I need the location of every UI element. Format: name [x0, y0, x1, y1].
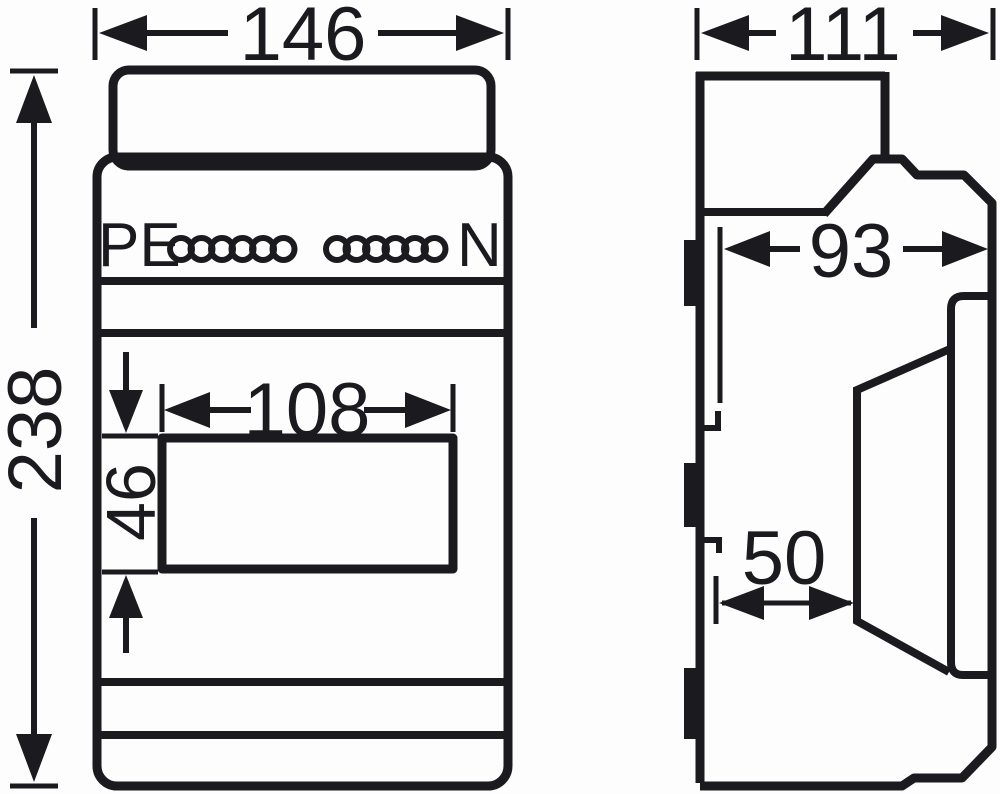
front-view: PE N	[92, 65, 513, 791]
pe-terminal-label: PE	[98, 211, 181, 280]
dim-label-cutout-height: 46	[92, 463, 170, 541]
dim-label-overall-width: 146	[240, 0, 367, 77]
dim-arrowhead-right	[456, 15, 504, 51]
side-view-window-slant	[853, 345, 952, 676]
dim-label-overall-height: 238	[0, 367, 78, 494]
dim-cutout-height: 46	[92, 352, 170, 653]
dim-arrowhead-left	[719, 586, 764, 620]
n-terminal-circle-group	[323, 235, 449, 263]
dim-arrowhead-left	[99, 15, 147, 51]
dim-label-lower-depth: 50	[742, 516, 827, 601]
front-view-body-outline	[92, 152, 513, 791]
dim-arrowhead-right	[941, 15, 989, 51]
dim-overall-width: 146	[92, 0, 511, 77]
terminal-circle	[269, 235, 298, 263]
dim-arrowhead-left	[164, 392, 210, 428]
n-terminal-label: N	[457, 211, 502, 280]
dim-label-overall-depth: 111	[785, 0, 901, 77]
dim-arrowhead-right	[809, 586, 854, 620]
front-view-window-cutout	[157, 433, 458, 574]
dim-label-upper-depth: 93	[809, 209, 894, 294]
dim-upper-depth: 93	[717, 209, 988, 403]
dim-lower-depth: 50	[713, 516, 854, 624]
mounting-tab	[684, 463, 701, 527]
dim-arrowhead-left	[724, 231, 770, 267]
front-view-lid-outline	[108, 65, 496, 171]
side-view-cover-profile	[700, 154, 997, 791]
dim-label-cutout-width: 108	[244, 368, 371, 453]
dim-arrowhead-down	[16, 734, 52, 782]
dim-overall-depth: 111	[694, 0, 996, 77]
dim-arrowhead-down	[109, 390, 143, 433]
dim-arrowhead-left	[701, 15, 749, 51]
pe-terminal-circle-group	[167, 235, 298, 263]
terminal-circle	[420, 235, 449, 263]
side-view-window-frame	[947, 292, 992, 679]
side-view	[684, 71, 997, 791]
dim-overall-height: 238	[0, 68, 78, 789]
mounting-tab	[684, 240, 701, 306]
back-wall-notch	[703, 537, 722, 553]
back-wall-notch	[703, 411, 721, 431]
mounting-tab	[684, 668, 701, 739]
dim-arrowhead-right	[942, 231, 988, 267]
dim-arrowhead-right	[405, 392, 451, 428]
dim-arrowhead-up	[16, 75, 52, 123]
dim-cutout-width: 108	[159, 368, 456, 453]
dim-arrowhead-up	[109, 575, 143, 618]
